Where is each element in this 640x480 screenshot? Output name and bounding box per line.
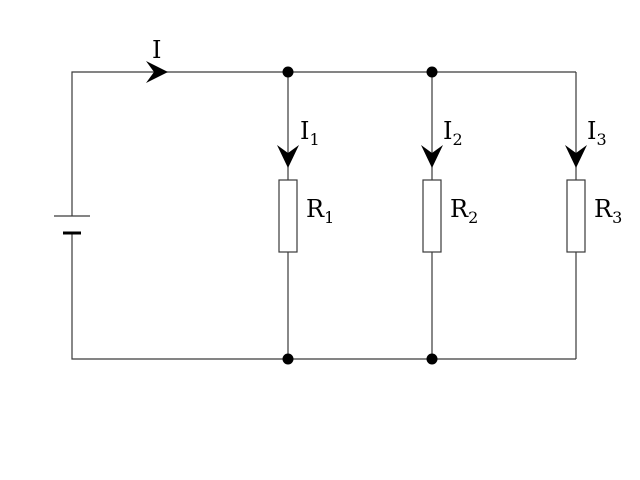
junction-node-bottom-1 [282,353,294,365]
branch-2-current-label: I2 [443,117,463,149]
branch-3-current-subscript: 3 [596,130,606,149]
resistor-3-letter: R [594,195,613,223]
resistor-3-subscript: 3 [612,208,622,227]
left-wire-lower [71,233,576,360]
branch-3-current-label: I3 [587,117,607,149]
branch-1-current-letter: I [300,117,309,145]
resistor-1-label: R1 [306,195,334,227]
wires [71,71,577,360]
total-current-arrow-icon [146,61,168,83]
branch-3-current-letter: I [587,117,596,145]
branch-2-current-arrow-icon [421,145,443,168]
resistor-3-label: R3 [594,195,622,227]
resistor-2-label: R2 [450,195,478,227]
left-wire-upper [71,71,576,216]
junction-node-bottom-2 [426,353,438,365]
resistor-2-subscript: 2 [468,208,478,227]
resistor-1 [278,179,298,253]
resistor-1-subscript: 1 [324,208,334,227]
resistor-1-letter: R [306,195,325,223]
resistor-2 [422,179,442,253]
resistor-3 [566,179,586,253]
battery-symbol [54,215,90,235]
branch-1-current-subscript: 1 [309,130,319,149]
branch-2-current-letter: I [443,117,452,145]
junction-node-top-1 [282,66,294,78]
resistor-2-letter: R [450,195,469,223]
branch-3-current-arrow-icon [565,145,587,168]
junction-node-top-2 [426,66,438,78]
branch-2-current-subscript: 2 [452,130,462,149]
total-current-label: I [152,36,161,64]
branch-1-current-arrow-icon [277,145,299,168]
branch-1-current-label: I1 [300,117,320,149]
